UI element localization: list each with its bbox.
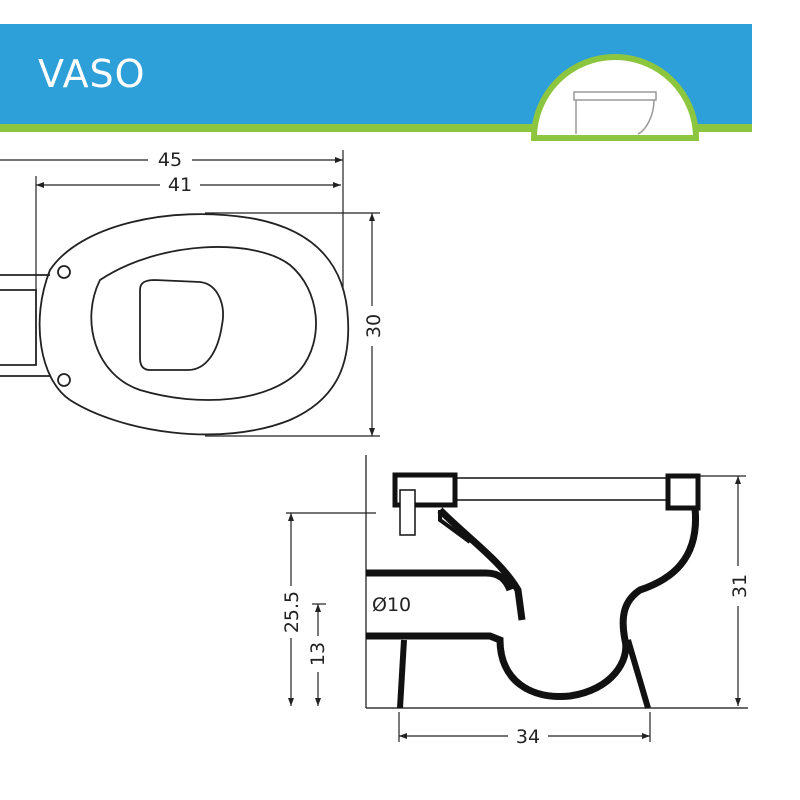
dimension-31-label: 31 [729,574,751,598]
dimension-30-line [205,212,380,437]
toilet-side-icon [530,54,700,141]
dimension-34-label: 34 [516,726,540,748]
side-view-toilet [365,455,748,709]
top-view-seat [0,213,350,436]
page-title: VASO [38,52,146,96]
dimension-41-label: 41 [168,174,192,196]
dimension-25-5-label: 25.5 [281,591,303,633]
dimension-13-label: 13 [307,642,329,666]
dimension-30-label: 30 [363,314,385,338]
outlet-diameter-label: Ø10 [372,594,411,616]
dimension-45-label: 45 [158,149,182,171]
